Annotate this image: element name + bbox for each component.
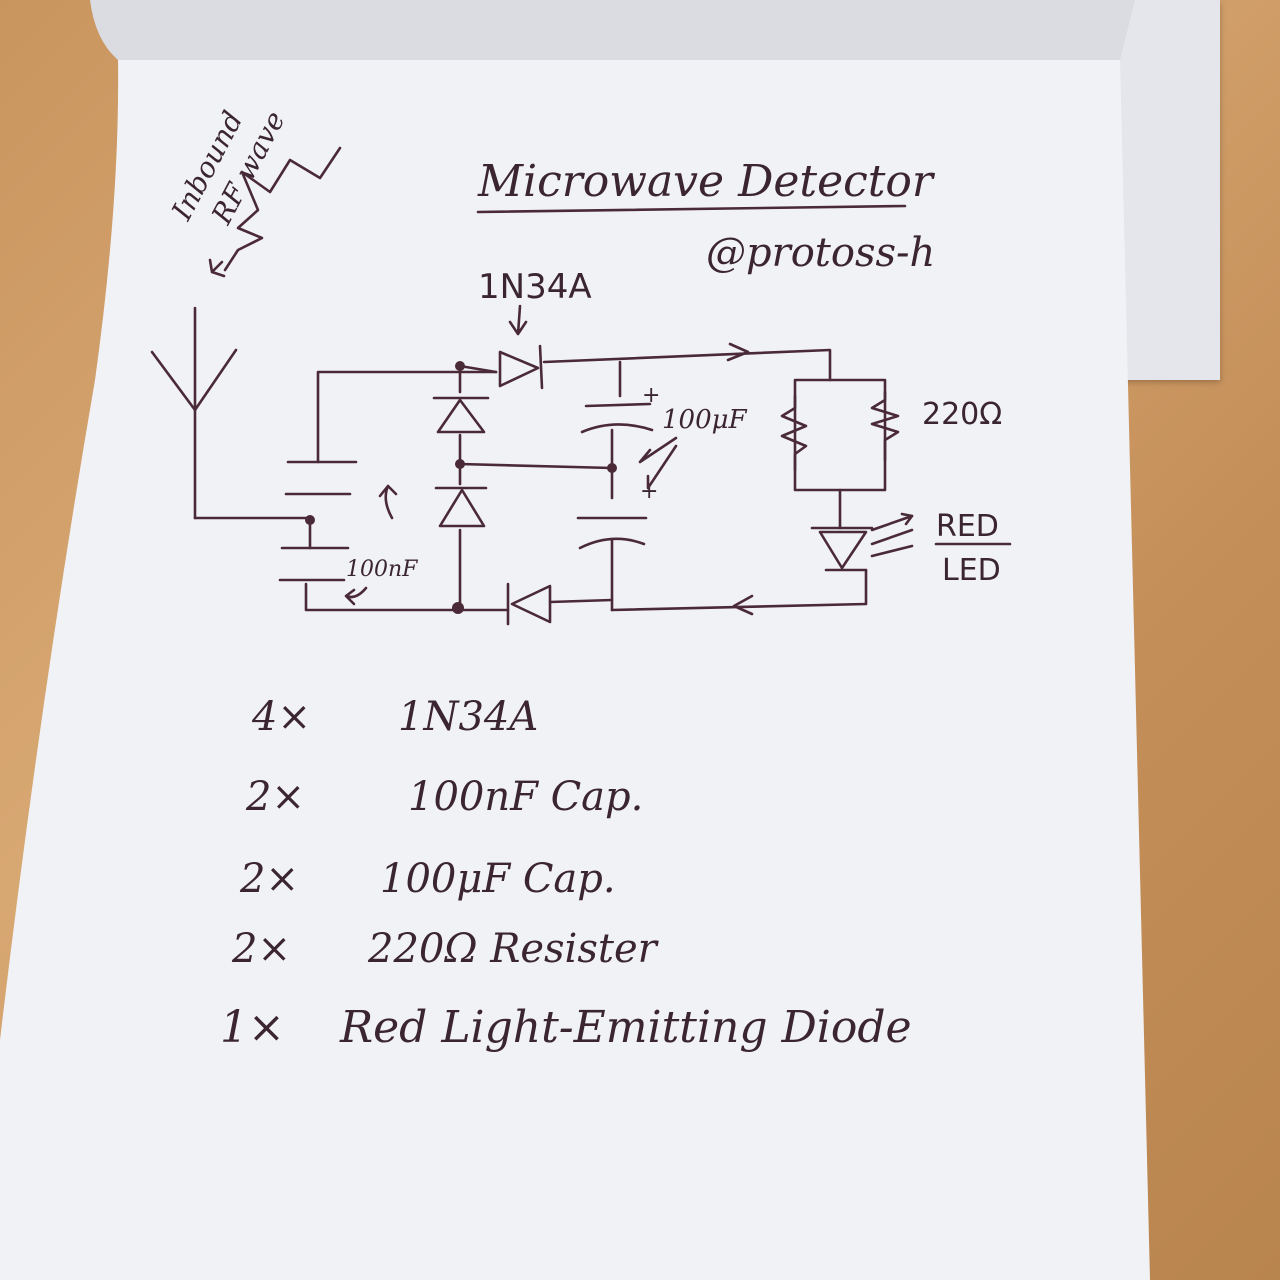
parts-list-item: 220Ω Resister (367, 926, 660, 972)
diode-vertical-lower (434, 486, 488, 528)
rf-wave-arrowhead (208, 258, 226, 278)
diode-label-arrow (508, 304, 528, 336)
page-title: Microwave Detector (477, 156, 936, 207)
parts-list-item: Red Light-Emitting Diode (339, 1002, 912, 1053)
parts-list: 4× 1N34A 2× 100nF Cap. 2× 100μF Cap. 2× 220Ω Re… (220, 694, 912, 1053)
flow-arrow-bottom (732, 594, 754, 616)
flow-arrow-top (726, 342, 750, 362)
parts-list-item: 100nF Cap. (408, 774, 643, 820)
paper-curl (90, 0, 1135, 60)
diode-1n34a-label: 1N34A (478, 267, 592, 307)
author-handle: @protoss-h (706, 230, 935, 276)
cap-100nf-label: 100nF (346, 557, 418, 582)
capacitor-100nf-pair (278, 460, 358, 582)
resistor-left (780, 394, 808, 472)
cap-label-arrow-lower (344, 586, 368, 606)
capacitor-100uf-pair (576, 402, 654, 550)
parts-list-qty: 2× (231, 926, 291, 972)
resistor-label: 220Ω (922, 397, 1002, 432)
parts-list-qty: 2× (239, 856, 299, 902)
parts-list-qty: 2× (245, 774, 305, 820)
cap-uf-arrows (638, 436, 678, 490)
diode-vertical-upper (432, 396, 490, 434)
led-label-led: LED (942, 553, 1001, 588)
title-underline (476, 204, 907, 214)
cap-label-arrow-upper (378, 484, 398, 520)
antenna-symbol (150, 306, 238, 520)
junction-dots (305, 361, 617, 614)
led-symbol (810, 512, 914, 572)
parts-list-qty: 1× (220, 1002, 285, 1053)
cap-plus-top: + (642, 383, 660, 408)
cap-plus-bottom: + (640, 479, 658, 504)
resistor-right (870, 390, 900, 462)
parts-list-item: 100μF Cap. (380, 856, 616, 902)
diode-1n34a-top (498, 344, 544, 390)
cap-100uf-label: 100μF (662, 405, 748, 435)
circuit-wires (193, 348, 887, 612)
parts-list-item: 1N34A (398, 694, 538, 740)
parts-list-qty: 4× (251, 694, 311, 740)
rf-wave-squiggle (223, 146, 342, 272)
paper-sheet (0, 48, 1150, 1280)
diode-bottom (506, 582, 552, 626)
led-label-red: RED (936, 509, 999, 544)
